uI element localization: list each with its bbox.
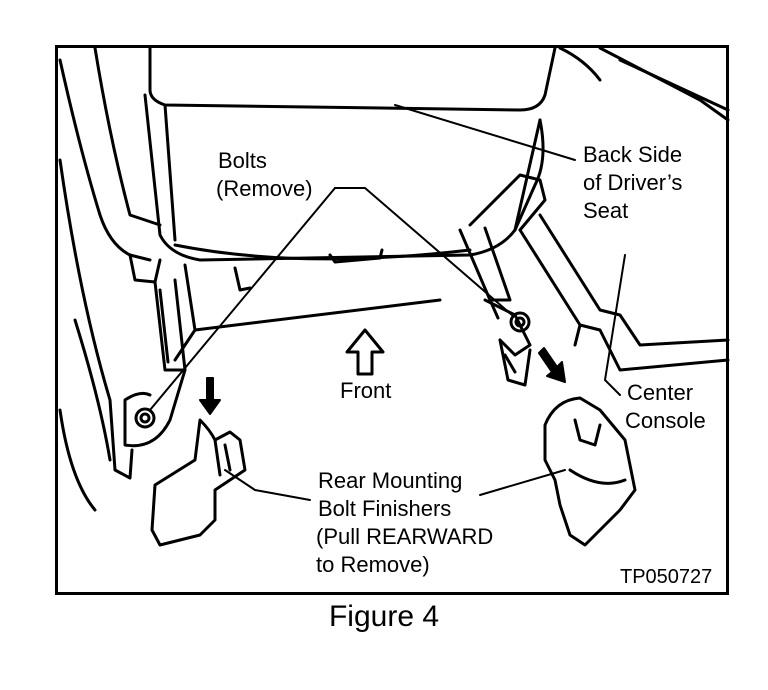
- front-label: Front: [340, 378, 392, 403]
- finisher-label-line3: (Pull REARWARD: [316, 524, 494, 549]
- finisher-label-line2: Bolt Finishers: [318, 496, 452, 521]
- bolt-right: [509, 311, 531, 333]
- seat-label-line3: Seat: [583, 198, 629, 223]
- seat-label-line2: of Driver’s: [583, 170, 683, 195]
- bolt-finisher-left: [150, 418, 247, 547]
- bolts-label-line1: Bolts: [218, 148, 267, 173]
- finisher-label-line1: Rear Mounting: [318, 468, 463, 493]
- leader-lines: [149, 104, 626, 501]
- pull-arrow-left-icon: [199, 377, 221, 415]
- figure-code: TP050727: [620, 566, 713, 588]
- finisher-label-line4: to Remove): [316, 552, 430, 577]
- seat-side-left: [58, 46, 187, 512]
- seat-label-line1: Back Side: [583, 142, 683, 167]
- bolt-finisher-right: [543, 396, 637, 547]
- figure-caption: Figure 4: [328, 600, 440, 633]
- center-console: [518, 46, 730, 372]
- pull-arrow-right-icon: [538, 347, 566, 383]
- console-label-line2: Console: [625, 408, 706, 433]
- bolts-label-line2: (Remove): [216, 176, 313, 201]
- illustration-frame: [55, 45, 729, 595]
- front-arrow-icon: [345, 328, 385, 376]
- console-label-line1: Center: [627, 380, 694, 405]
- seat-pan: [173, 248, 442, 362]
- bolt-left: [134, 407, 156, 429]
- seat-back: [143, 46, 557, 262]
